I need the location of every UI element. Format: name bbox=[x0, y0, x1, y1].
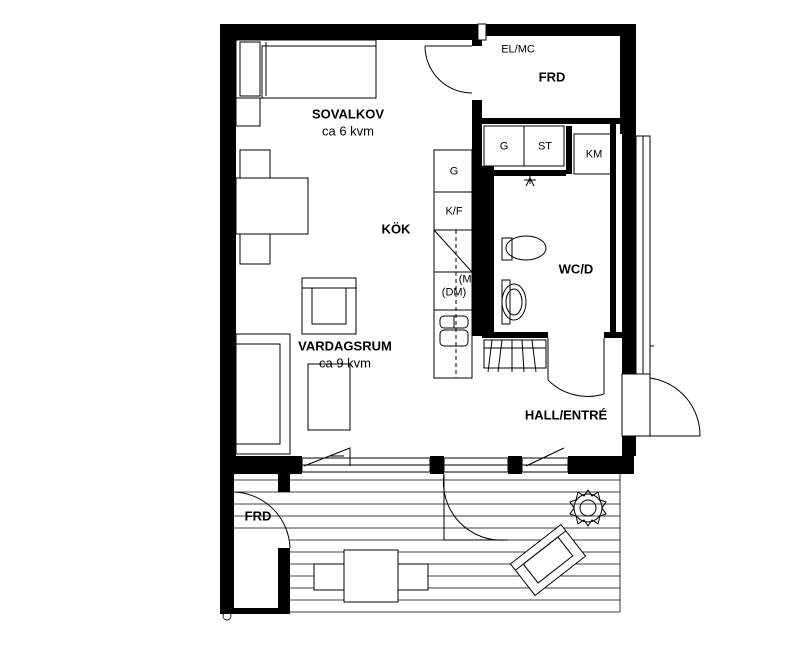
fixture-label-g-top: G bbox=[499, 140, 509, 153]
exterior-walls bbox=[220, 24, 636, 614]
room-label-vardagsrum: VARDAGSRUM bbox=[298, 338, 392, 354]
fixture-label-km: KM bbox=[585, 148, 603, 161]
desk bbox=[235, 149, 309, 265]
room-label-hall: HALL/ENTRÉ bbox=[524, 407, 608, 423]
coat-rack bbox=[483, 339, 547, 373]
room-label-frd-top: FRD bbox=[538, 69, 566, 85]
sofa bbox=[235, 333, 351, 455]
room-area-vardagsrum: ca 9 kvm bbox=[318, 355, 372, 371]
room-label-sovalkov: SOVALKOV bbox=[312, 106, 384, 122]
fixture-label-st: ST bbox=[537, 140, 553, 153]
washbasin bbox=[501, 279, 527, 325]
fixture-label-kf: K/F bbox=[445, 205, 463, 218]
room-label-frd-balcony: FRD bbox=[244, 508, 272, 524]
fixture-label-elmc: EL/MC bbox=[501, 43, 535, 56]
room-label-kok: KÖK bbox=[381, 221, 411, 237]
room-area-sovalkov: ca 6 kvm bbox=[321, 123, 375, 139]
balcony-table bbox=[313, 549, 429, 603]
fixture-label-g-kitchen: G bbox=[449, 165, 459, 178]
toilet bbox=[501, 235, 547, 261]
interior-walls bbox=[472, 40, 622, 338]
kitchen-counter bbox=[433, 149, 473, 379]
plant bbox=[569, 489, 607, 527]
bed bbox=[235, 39, 377, 127]
room-label-wcd: WC/D bbox=[558, 261, 594, 277]
armchair bbox=[301, 277, 357, 335]
windows bbox=[301, 23, 569, 473]
fixture-label-dm: (DM) bbox=[441, 286, 467, 299]
lounge-chair bbox=[509, 523, 587, 597]
fixture-label-m: (M) bbox=[458, 273, 476, 286]
closet-units bbox=[483, 125, 615, 187]
